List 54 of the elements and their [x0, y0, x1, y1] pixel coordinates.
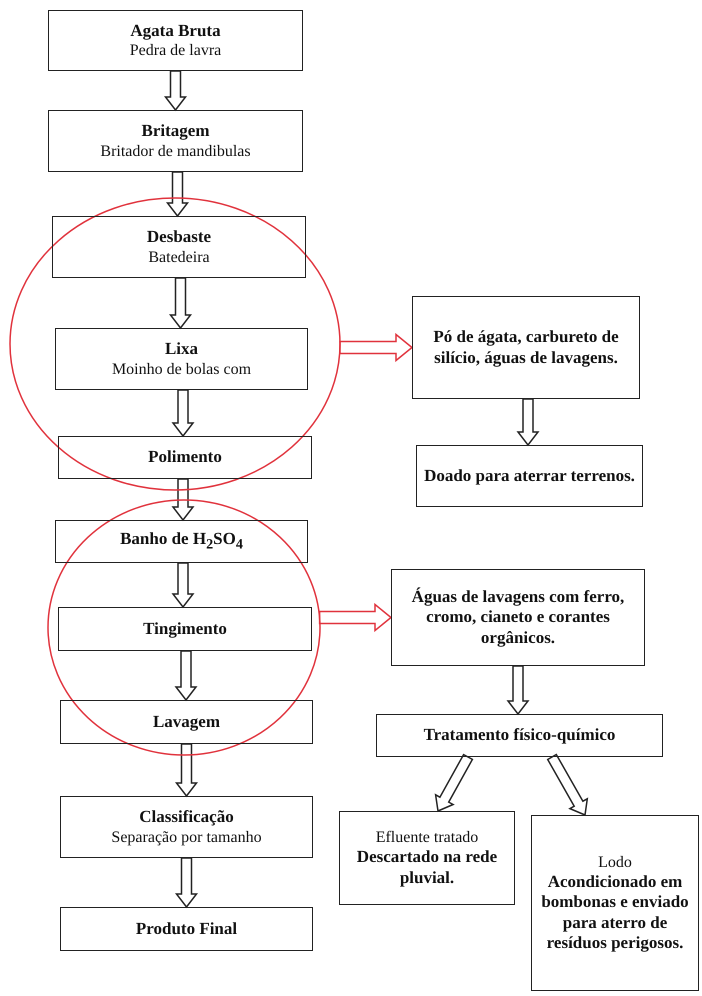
- box-text: Lodo: [598, 852, 632, 872]
- process-box: [60, 700, 313, 744]
- box-title: Desbaste: [146, 227, 212, 248]
- block-arrow: [171, 389, 195, 438]
- process-box: [55, 328, 308, 390]
- block-arrow: [174, 743, 198, 798]
- block-arrow: [506, 665, 530, 716]
- process-box: [60, 796, 313, 858]
- box-title: Britagem: [142, 121, 210, 142]
- box-title: Agata Bruta: [130, 20, 221, 42]
- block-arrow: [318, 602, 392, 632]
- box-title: Acondicionado em bombonas e enviado para aterro de resíduos perigosos.: [540, 872, 690, 954]
- box-text: Efluente tratado: [376, 828, 478, 848]
- box-title: Descartado na rede pluvial.: [356, 847, 498, 888]
- box-title: Águas de lavagens com ferro, cromo, cianeto e corantes orgânicos.: [410, 586, 626, 648]
- box-title: Lixa: [164, 339, 198, 360]
- box-text: Moinho de bolas com: [112, 360, 252, 379]
- block-arrow: [171, 562, 195, 608]
- box-title: Polimento: [148, 447, 222, 468]
- process-box: [58, 607, 312, 651]
- block-arrow: [168, 277, 192, 330]
- process-box: [48, 10, 303, 71]
- box-text: Separação por tamanho: [111, 828, 262, 847]
- box-text: Pedra de lavra: [130, 41, 222, 60]
- block-arrow: [174, 650, 198, 702]
- block-arrow: [174, 857, 198, 908]
- block-arrow: [546, 753, 588, 816]
- block-arrow: [434, 754, 474, 812]
- block-arrow: [171, 478, 195, 522]
- process-box: [58, 436, 312, 479]
- box-text: Batedeira: [148, 248, 210, 267]
- block-arrow: [339, 332, 414, 362]
- block-arrow: [166, 171, 190, 218]
- box-title: Tratamento físico-químico: [424, 725, 616, 746]
- process-box: [376, 714, 663, 757]
- process-box: [416, 445, 643, 507]
- box-title: Tingimento: [143, 618, 227, 640]
- box-title: Banho de H$_{2}$SO$_{4}$: [120, 529, 243, 554]
- process-box: [60, 907, 313, 951]
- box-title: Classificação: [139, 807, 234, 828]
- process-box: [391, 569, 645, 666]
- box-title: Doado para aterrar terrenos.: [424, 466, 635, 486]
- process-box: [48, 110, 303, 172]
- box-title: Lavagem: [152, 712, 220, 732]
- block-arrow: [516, 398, 540, 446]
- box-text: Britador de mandibulas: [100, 142, 251, 161]
- block-arrow: [164, 70, 188, 112]
- process-box: [412, 296, 640, 399]
- process-box: [52, 216, 306, 278]
- box-title: Pó de ágata, carbureto de silício, águas de lavagens.: [432, 327, 620, 368]
- box-title: Produto Final: [136, 918, 238, 940]
- process-box: [55, 520, 308, 563]
- process-box: [531, 815, 699, 991]
- process-box: [339, 811, 515, 905]
